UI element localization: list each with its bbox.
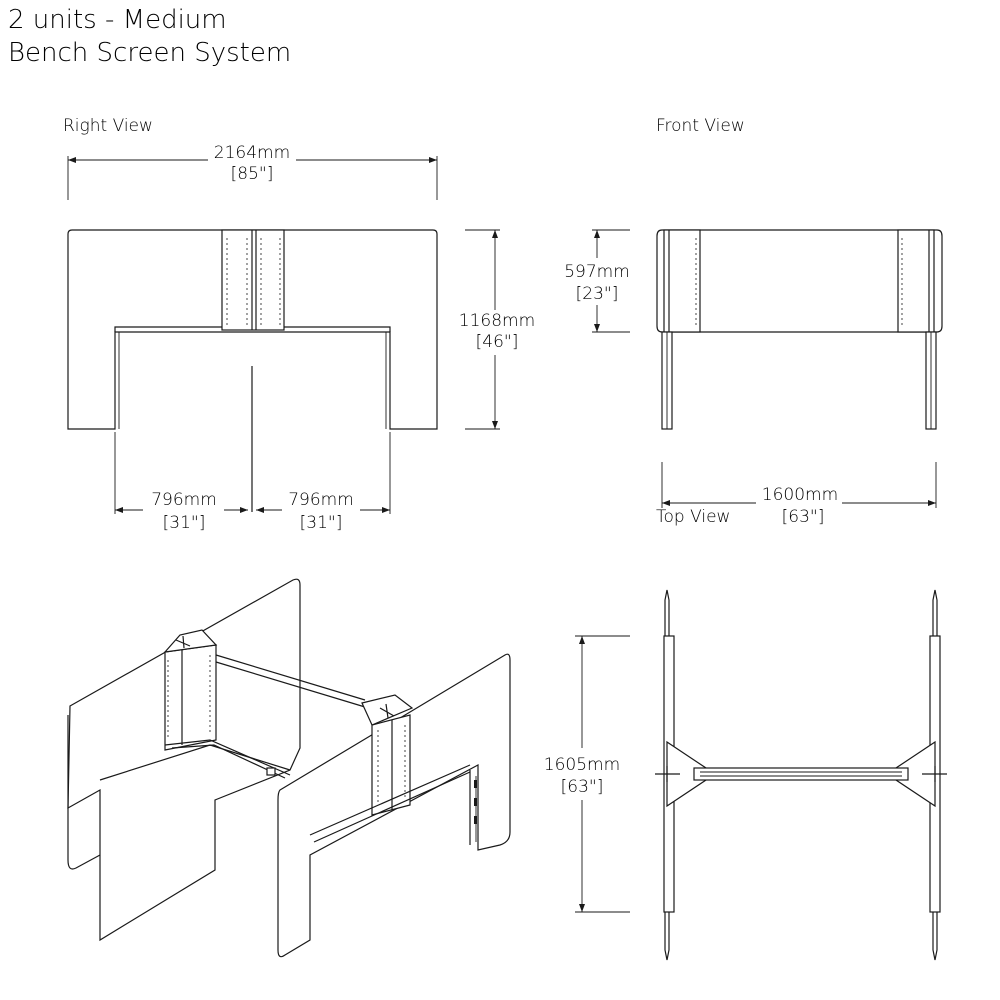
right-bay-mm: 796mm (288, 490, 354, 510)
top-view-drawing (655, 589, 947, 961)
right-bay-inch: [31"] (300, 513, 343, 533)
overall-width-mm: 2164mm (214, 143, 290, 163)
left-bay-mm: 796mm (151, 490, 217, 510)
overall-width-dimension: 2164mm [85"] (67, 143, 438, 200)
overall-height-mm: 1168mm (459, 311, 535, 331)
screen-height-mm: 597mm (564, 262, 630, 282)
left-bay-inch: [31"] (163, 513, 206, 533)
overall-height-inch: [46"] (476, 332, 519, 352)
front-width-dimension: 1600mm [63"] (661, 462, 937, 527)
front-width-mm: 1600mm (762, 485, 838, 505)
overall-width-inch: [85"] (231, 164, 274, 184)
title-line-2: Bench Screen System (8, 38, 291, 68)
front-view-label: Front View (656, 116, 745, 136)
front-view-drawing (656, 229, 943, 430)
right-view-drawing (67, 229, 438, 512)
right-view-label: Right View (63, 116, 153, 136)
screen-height-dimension: 597mm [23"] (564, 229, 630, 333)
top-view-label: Top View (656, 507, 730, 527)
bay-dimensions: 796mm [31"] 796mm [31"] (114, 432, 391, 533)
front-width-inch: [63"] (782, 507, 825, 527)
isometric-drawing (67, 578, 511, 958)
depth-dimension: 1605mm [63"] (544, 635, 630, 913)
screen-height-inch: [23"] (576, 284, 619, 304)
overall-height-dimension: 1168mm [46"] (459, 229, 535, 430)
title-line-1: 2 units - Medium (8, 5, 227, 35)
depth-mm: 1605mm (544, 755, 620, 775)
depth-inch: [63"] (561, 777, 604, 797)
